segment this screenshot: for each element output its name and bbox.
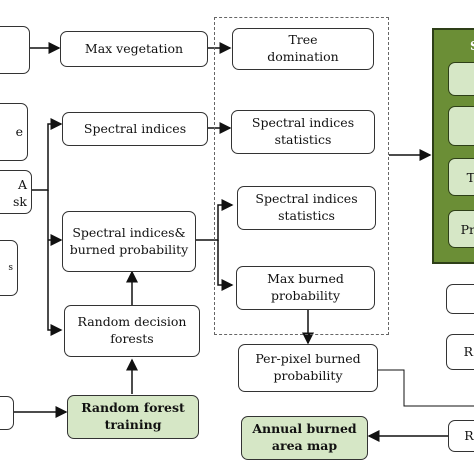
right-box-top xyxy=(446,284,474,314)
panel-fragment-pr: Pr xyxy=(460,221,474,237)
spectral-indices-statistics-node-2: Spectral indices statistics xyxy=(237,186,376,230)
panel-fragment-s: S xyxy=(470,38,474,53)
random-forest-training-node: Random forest training xyxy=(67,395,199,439)
left-fragment-e: e xyxy=(15,123,23,139)
edge-branch-to-random-forests xyxy=(47,240,63,336)
right-fragment-r1: R xyxy=(463,343,473,359)
random-decision-forests-node: Random decision forests xyxy=(64,305,200,357)
per-pixel-burned-probability-node: Per-pixel burned probability xyxy=(238,344,378,392)
dashed-group xyxy=(214,17,389,335)
spectral-indices-statistics-node-1: Spectral indices statistics xyxy=(231,110,375,154)
left-input-bottom xyxy=(0,396,14,430)
right-box-bottom: Re xyxy=(448,420,474,452)
annual-burned-area-map-node: Annual burned area map xyxy=(241,416,368,460)
right-fragment-r2: Re xyxy=(464,427,474,443)
panel-item-3: T xyxy=(448,158,474,196)
left-input-mask: A sk xyxy=(0,170,32,214)
edge-mask-branch xyxy=(30,118,63,191)
spectral-indices-burned-probability-node: Spectral indices& burned probability xyxy=(62,211,196,272)
left-input-small: s xyxy=(0,240,18,296)
spectral-indices-node: Spectral indices xyxy=(62,112,208,146)
left-fragment-sk: sk xyxy=(13,194,27,210)
panel-item-2 xyxy=(448,106,474,146)
tree-domination-node: Tree domination xyxy=(232,28,374,70)
panel-item-1 xyxy=(448,62,474,96)
panel-fragment-t: T xyxy=(466,169,474,185)
left-fragment-small: s xyxy=(8,262,13,273)
left-fragment-a: A xyxy=(17,177,27,193)
panel-item-4: Pr xyxy=(448,210,474,248)
max-vegetation-node: Max vegetation xyxy=(60,31,208,67)
max-burned-probability-node: Max burned probability xyxy=(236,266,375,310)
edge-per-pixel-to-right xyxy=(378,369,474,407)
edge-burned-to-max-burned xyxy=(217,240,234,291)
edge-burned-to-statistics xyxy=(196,199,234,241)
left-input-middle: e xyxy=(0,103,28,161)
right-box-middle: R xyxy=(446,334,474,370)
left-input-top xyxy=(0,26,30,74)
